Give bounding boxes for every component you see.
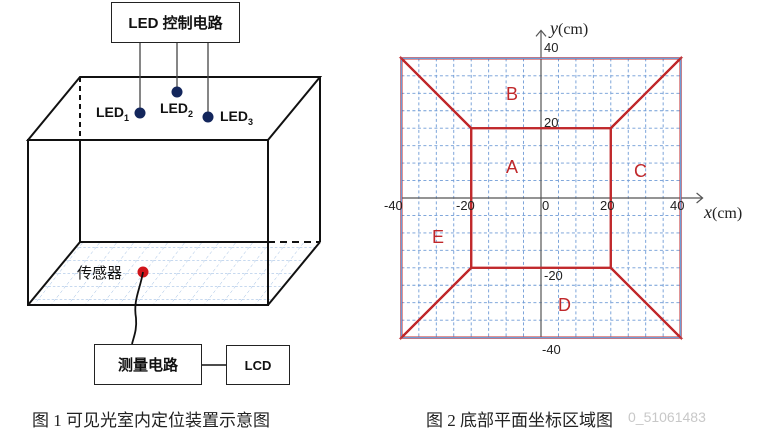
y-tick-neg40: -40 xyxy=(542,342,561,357)
y-tick-neg20: -20 xyxy=(544,268,563,283)
region-a-label: A xyxy=(506,157,519,177)
room-front-face xyxy=(27,139,269,306)
region-d-label: D xyxy=(558,295,571,315)
figure-2-caption: 图 2 底部平面坐标区域图 xyxy=(426,411,613,430)
sensor-label: 传感器 xyxy=(77,265,123,282)
region-c-label: C xyxy=(634,161,647,181)
x-tick-neg40: -40 xyxy=(384,198,403,213)
sensor-cable xyxy=(131,271,144,345)
led-2-dot xyxy=(171,86,183,98)
x-tick-20: 20 xyxy=(600,198,615,213)
x-tick-neg20: -20 xyxy=(456,198,475,213)
region-b-label: B xyxy=(506,84,519,104)
led-3-label: LED3 xyxy=(220,108,254,127)
measurement-circuit-box: 测量电路 xyxy=(94,344,202,385)
led-1-label: LED1 xyxy=(96,104,130,123)
figure-1-caption: 图 1 可见光室内定位装置示意图 xyxy=(32,411,270,430)
x-tick-0: 0 xyxy=(542,198,550,213)
region-e-label: E xyxy=(432,227,445,247)
room-cube-drawing xyxy=(25,41,323,366)
figure-2-floor-coordinate-map: -40 -20 0 20 40 40 20 -20 -40 y(cm) x(cm… xyxy=(380,0,758,441)
led-control-circuit-box: LED 控制电路 xyxy=(111,2,240,43)
coordinate-plot xyxy=(398,29,704,341)
y-tick-40: 40 xyxy=(544,40,559,55)
x-tick-40: 40 xyxy=(670,198,685,213)
lcd-box: LCD xyxy=(226,345,290,385)
y-tick-20: 20 xyxy=(544,115,559,130)
led-1-dot xyxy=(134,107,146,119)
y-axis-label: y(cm) xyxy=(550,18,589,38)
floor-grid xyxy=(28,242,320,305)
led-2-label: LED2 xyxy=(160,100,194,119)
watermark: 0_51061483 xyxy=(628,409,706,425)
led-3-dot xyxy=(202,111,214,123)
x-axis-label: x(cm) xyxy=(704,202,743,222)
figure-1-device-schematic: LED 控制电路 LED1 LED2 LED3 传感器 测量电路 LCD 图 1… xyxy=(25,2,323,430)
